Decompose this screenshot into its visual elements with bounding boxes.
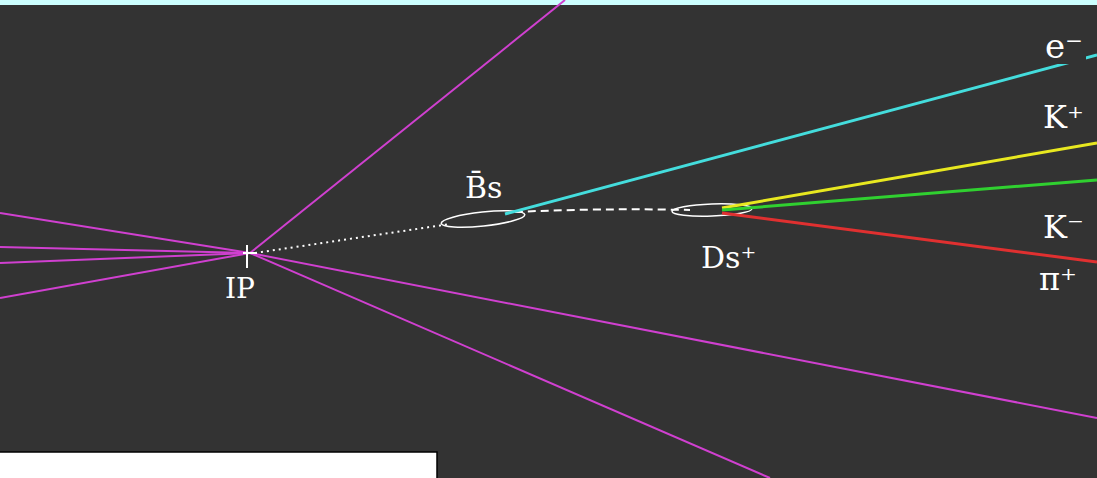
corner-box	[0, 452, 437, 478]
interaction-point-label: IP	[222, 274, 258, 304]
kaon-plus-label: K⁺	[1040, 100, 1087, 134]
electron-label: e⁻	[1042, 28, 1086, 64]
bs-meson-label: B̄s	[462, 172, 505, 204]
kminus-track	[722, 180, 1097, 210]
top-strip	[0, 0, 1097, 5]
pion-label: π⁺	[1036, 262, 1080, 296]
ds-flight-path	[515, 209, 690, 212]
ds-meson-label: Ds⁺	[698, 242, 759, 274]
kaon-minus-label: K⁻	[1040, 210, 1087, 244]
electron-track	[505, 55, 1097, 214]
kplus-track	[722, 143, 1097, 208]
interaction-point-mark	[243, 245, 257, 268]
bs-flight-path	[255, 224, 450, 253]
